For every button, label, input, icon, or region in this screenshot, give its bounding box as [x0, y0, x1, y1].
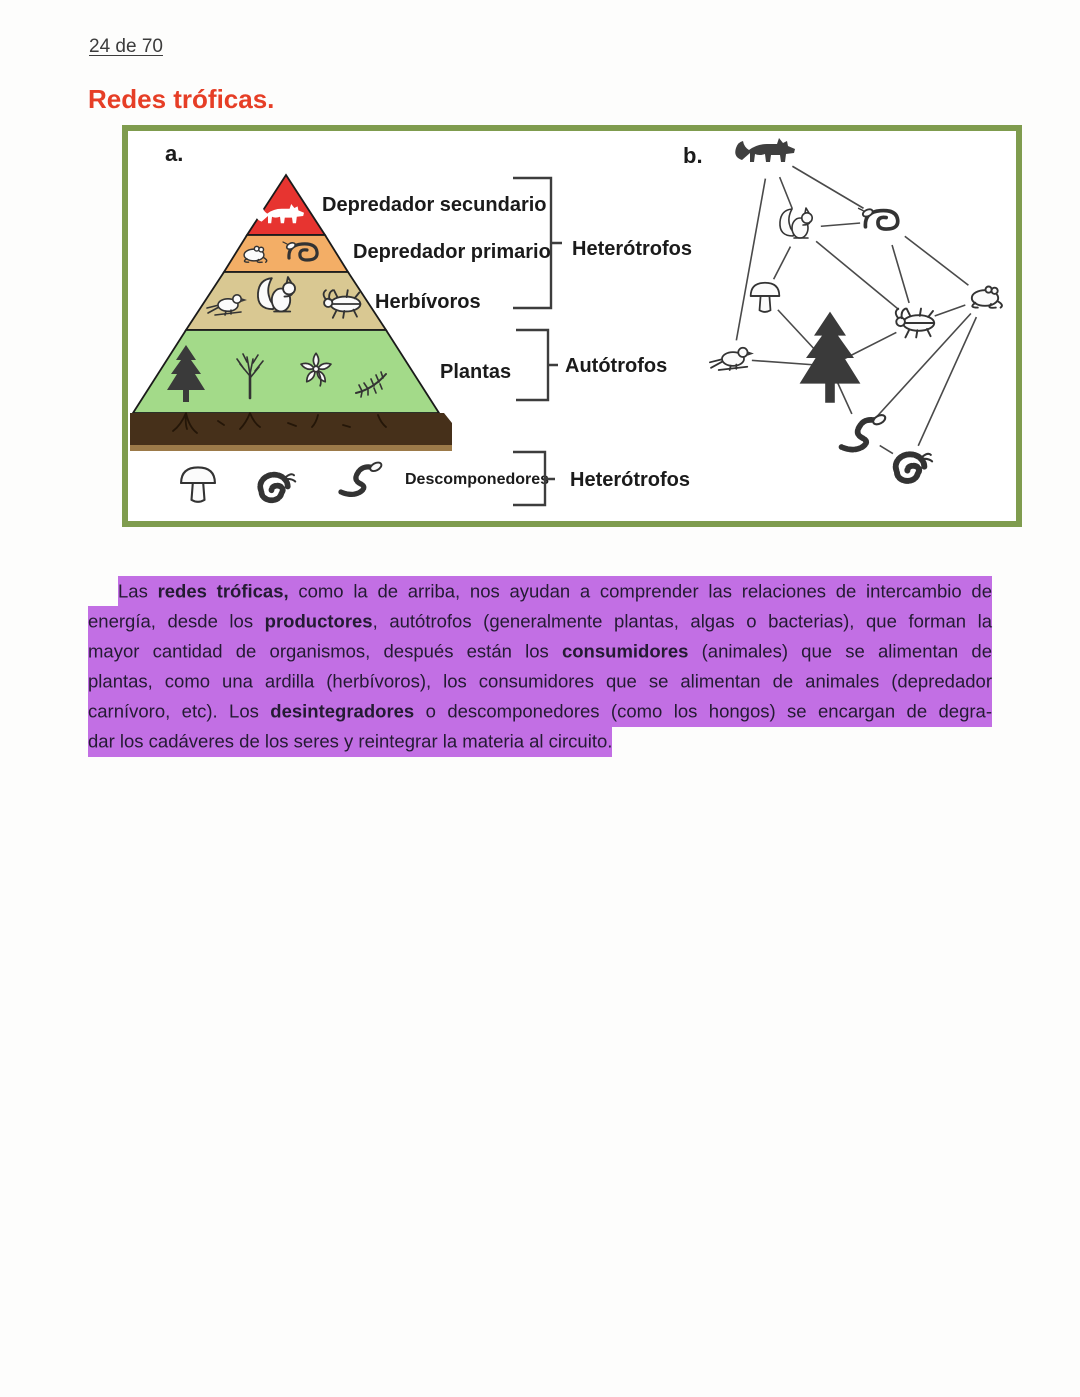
highlighted-text: Las redes tróficas, como la de arriba, n… — [118, 576, 992, 607]
roots-sketch — [172, 412, 387, 434]
highlighted-text: mayor cantidad de organismos, después es… — [88, 636, 992, 667]
bracket-heterotrofos-top — [513, 176, 562, 310]
trophic-figure-svg: a. — [130, 131, 1006, 507]
group-label-autotrofos: Autótrofos — [565, 355, 667, 377]
paragraph-line: energía, desde los productores, autótrof… — [88, 606, 992, 637]
soil-layer — [130, 413, 452, 445]
paragraph-line: mayor cantidad de organismos, después es… — [88, 636, 992, 667]
food-web-edge-fox-bird — [732, 152, 771, 360]
food-web-edge-squirrel-beetle — [799, 227, 916, 324]
pyramid-label-depredador-secundario: Depredador secundario — [322, 194, 547, 216]
group-label-heterotrofos-top: Heterótrofos — [572, 238, 692, 260]
food-web-nodes — [709, 131, 1006, 484]
pyramid-level-depredador-secundario — [245, 173, 327, 236]
decomposer-worm-sketch — [341, 461, 383, 495]
paragraph-line: carnívoro, etc). Los desintegradores o d… — [88, 696, 992, 727]
highlighted-text: carnívoro, etc). Los desintegradores o d… — [88, 696, 992, 727]
paragraph-line: Las redes tróficas, como la de arriba, n… — [88, 576, 992, 607]
trophic-figure: a. — [122, 125, 1022, 527]
paragraph-line: plantas, como una ardilla (herbívoros), … — [88, 666, 992, 697]
group-label-heterotrofos-bottom: Heterótrofos — [570, 469, 690, 491]
body-paragraph: Las redes tróficas, como la de arriba, n… — [88, 576, 992, 757]
food-web-panel: b. — [683, 131, 1006, 484]
pyramid-label-herbivoros: Herbívoros — [375, 291, 481, 313]
page-title: Redes tróficas. — [88, 84, 275, 114]
decomposer-millipede-sketch — [260, 474, 295, 500]
pyramid-level-depredador-primario — [222, 234, 350, 273]
bracket-autotrofos — [516, 328, 558, 402]
highlighted-text: energía, desde los productores, autótrof… — [88, 606, 992, 637]
highlighted-text: plantas, como una ardilla (herbívoros), … — [88, 666, 992, 697]
panel-b-label: b. — [683, 143, 703, 168]
pine-sketch — [799, 311, 861, 403]
page-number: 24 de 70 — [89, 36, 163, 57]
pyramid-label-depredador-primario: Depredador primario — [353, 241, 551, 263]
highlighted-text: dar los cadáveres de los seres y reinteg… — [88, 726, 613, 757]
snake-halo — [860, 196, 910, 246]
paragraph-line: dar los cadáveres de los seres y reinteg… — [88, 726, 992, 757]
pyramid-panel: a. — [130, 141, 692, 507]
food-web-edge-frog-worm — [860, 297, 986, 435]
decomposer-mushroom-sketch — [180, 466, 216, 503]
decomposers-label: Descomponedores — [405, 471, 549, 488]
soil-strip — [130, 445, 452, 451]
bracket-heterotrofos-bottom — [513, 450, 555, 507]
panel-a-label: a. — [165, 141, 183, 166]
food-web-edge-frog-millipede — [909, 297, 986, 465]
pyramid-label-plantas: Plantas — [440, 361, 511, 383]
